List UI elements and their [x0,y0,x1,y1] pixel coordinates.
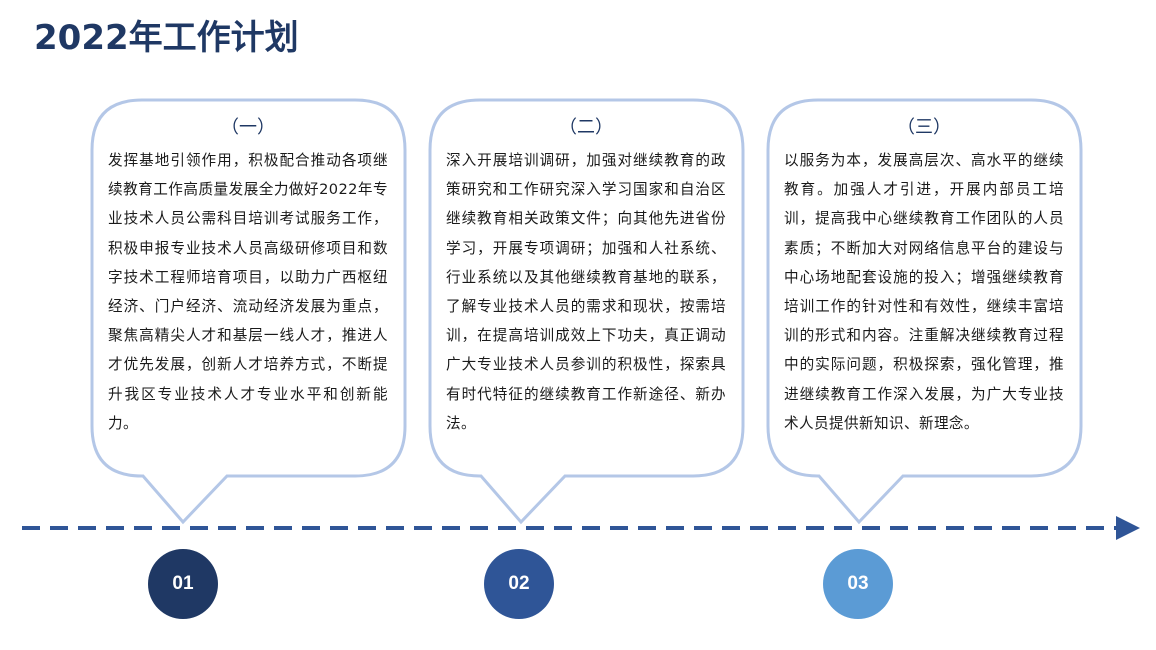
step-marker-label: 02 [508,573,530,594]
step-marker-02: 02 [484,549,554,619]
bubble-outlines [90,98,1083,525]
bubble-outline-1 [90,98,407,525]
bubble-outline-2 [428,98,745,525]
page-title: 2022年工作计划 [34,18,299,58]
bubble-outline-3 [766,98,1083,525]
step-marker-label: 01 [172,573,194,594]
card-heading: （三） [897,117,951,138]
plan-card-3: （三） 以服务为本，发展高层次、高水平的继续教育。加强人才引进，开展内部员工培训… [784,116,1064,438]
timeline-arrow [22,516,1140,540]
timeline-arrowhead-icon [1116,516,1140,540]
card-body: 发挥基地引领作用，积极配合推动各项继续教育工作高质量发展全力做好2022年专业技… [108,152,388,432]
card-heading: （一） [221,117,275,138]
step-marker-03: 03 [823,549,893,619]
step-marker-label: 03 [847,573,869,594]
plan-card-1: （一） 发挥基地引领作用，积极配合推动各项继续教育工作高质量发展全力做好2022… [108,116,388,438]
card-body: 深入开展培训调研，加强对继续教育的政策研究和工作研究深入学习国家和自治区继续教育… [446,152,726,432]
card-heading: （二） [559,117,613,138]
card-body: 以服务为本，发展高层次、高水平的继续教育。加强人才引进，开展内部员工培训，提高我… [784,152,1064,432]
step-marker-01: 01 [148,549,218,619]
plan-card-2: （二） 深入开展培训调研，加强对继续教育的政策研究和工作研究深入学习国家和自治区… [446,116,726,438]
